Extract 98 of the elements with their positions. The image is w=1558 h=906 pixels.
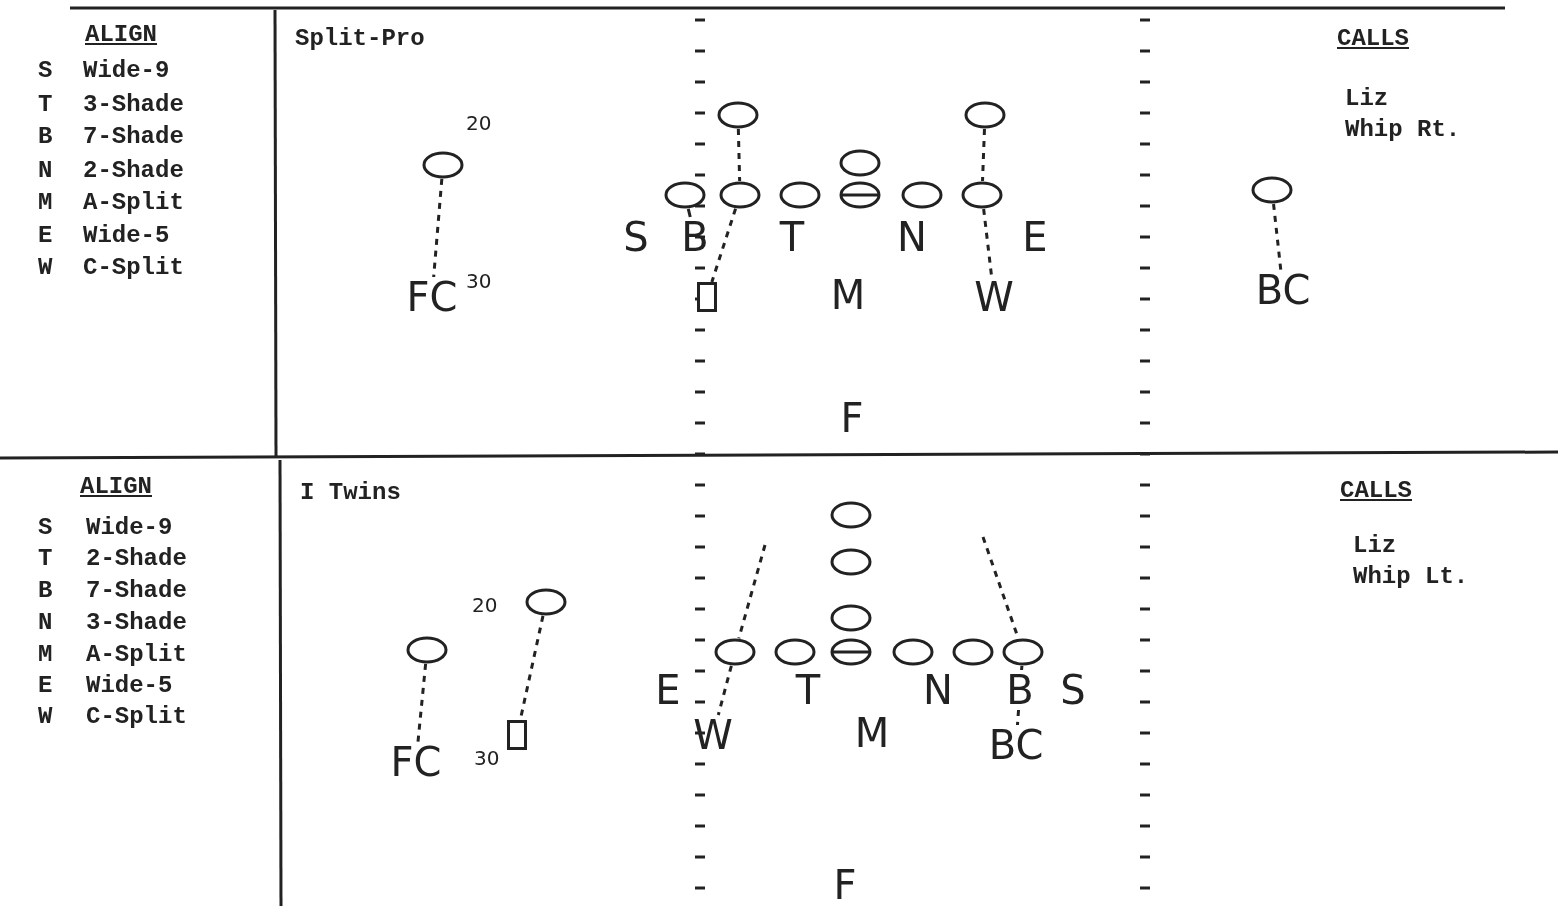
alignment-text: 7-Shade: [86, 578, 187, 604]
dashed-line: [1272, 203, 1283, 271]
player-oval: [829, 500, 873, 530]
player-letter: BC: [988, 725, 1044, 765]
player-oval: [1001, 637, 1045, 667]
alignment-text: 3-Shade: [86, 610, 187, 636]
player-oval: [1250, 175, 1294, 205]
position-letter: E: [38, 223, 53, 249]
player-oval: [713, 637, 757, 667]
player-oval: [963, 100, 1007, 130]
player-oval: [524, 587, 568, 617]
dashed-line: [736, 128, 742, 182]
position-letter: W: [38, 704, 53, 730]
position-letter: W: [38, 255, 53, 281]
player-letter: B: [681, 217, 709, 257]
alignment-text: 2-Shade: [86, 546, 187, 572]
player-letter: BC: [1255, 270, 1311, 310]
yard-number: 20: [466, 110, 492, 136]
dashed-line: [432, 178, 444, 278]
player-letter: FC: [406, 277, 458, 317]
player-oval: [829, 603, 873, 633]
alignment-text: Wide-5: [86, 673, 173, 699]
dashed-line: [982, 208, 994, 278]
alignment-text: 7-Shade: [83, 124, 184, 150]
alignment-text: 2-Shade: [83, 158, 184, 184]
position-letter: M: [38, 642, 53, 668]
connector-line: [686, 208, 692, 218]
alignment-text: A-Split: [83, 190, 184, 216]
heading: ALIGN: [80, 474, 152, 500]
alignment-text: Wide-9: [86, 515, 173, 541]
formation-name: I Twins: [300, 480, 401, 506]
alignment-text: C-Split: [86, 704, 187, 730]
dashed-line: [416, 663, 428, 743]
player-letter: E: [1022, 217, 1048, 257]
player-letter: T: [779, 217, 805, 257]
player-letter: FC: [390, 742, 442, 782]
player-oval: [405, 635, 449, 665]
player-letter: T: [795, 670, 821, 710]
player-square: [507, 720, 527, 750]
center-symbol: [829, 637, 873, 667]
player-oval: [718, 180, 762, 210]
player-oval: [773, 637, 817, 667]
center-symbol: [838, 180, 882, 210]
formation-name: Split-Pro: [295, 26, 425, 52]
call-text: Whip Rt.: [1345, 117, 1461, 143]
heading: ALIGN: [85, 22, 157, 48]
position-letter: B: [38, 578, 53, 604]
dashed-line: [981, 128, 986, 182]
player-letter: F: [840, 398, 864, 438]
position-letter: T: [38, 546, 53, 572]
yard-number: 30: [474, 745, 500, 771]
player-oval: [951, 637, 995, 667]
player-letter: S: [623, 217, 649, 257]
alignment-text: C-Split: [83, 255, 184, 281]
position-letter: S: [38, 515, 53, 541]
player-letter: S: [1060, 670, 1086, 710]
player-letter: E: [655, 670, 681, 710]
player-square: [697, 282, 717, 312]
position-letter: S: [38, 58, 53, 84]
position-letter: N: [38, 158, 53, 184]
dashed-line: [1020, 665, 1024, 671]
call-text: Whip Lt.: [1353, 564, 1469, 590]
player-letter: F: [833, 865, 857, 905]
player-oval: [778, 180, 822, 210]
position-letter: T: [38, 92, 53, 118]
yard-number: 20: [472, 592, 498, 618]
heading: CALLS: [1337, 26, 1409, 52]
player-letter: N: [897, 217, 927, 257]
player-oval: [900, 180, 944, 210]
call-text: Liz: [1345, 86, 1389, 112]
player-oval: [838, 148, 882, 178]
dashed-line: [716, 665, 733, 716]
alignment-text: 3-Shade: [83, 92, 184, 118]
alignment-text: Wide-9: [83, 58, 170, 84]
player-oval: [960, 180, 1004, 210]
dashed-line: [737, 544, 767, 639]
player-letter: M: [830, 275, 866, 315]
dashed-line: [710, 208, 737, 283]
heading: CALLS: [1340, 478, 1412, 504]
position-letter: B: [38, 124, 53, 150]
player-oval: [829, 547, 873, 577]
player-oval: [421, 150, 465, 180]
player-letter: W: [974, 277, 1014, 317]
player-letter: B: [1006, 670, 1034, 710]
alignment-text: Wide-5: [83, 223, 170, 249]
player-oval: [663, 180, 707, 210]
player-letter: M: [854, 713, 890, 753]
position-letter: E: [38, 673, 53, 699]
player-oval: [716, 100, 760, 130]
player-letter: W: [693, 715, 733, 755]
player-oval: [891, 637, 935, 667]
position-letter: N: [38, 610, 53, 636]
alignment-text: A-Split: [86, 642, 187, 668]
call-text: Liz: [1353, 533, 1397, 559]
yard-number: 30: [466, 268, 492, 294]
player-letter: N: [923, 670, 953, 710]
position-letter: M: [38, 190, 53, 216]
dashed-line: [1015, 709, 1021, 726]
